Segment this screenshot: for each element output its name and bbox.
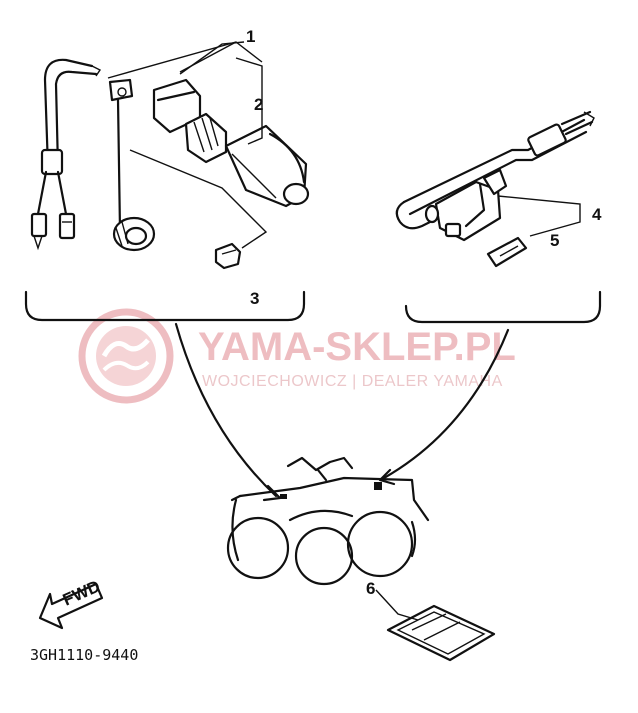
rubber-grommet [112,216,156,252]
part-label-1: 1 [246,27,255,46]
right-detail-group [395,110,602,324]
fuse-part-5 [486,236,528,268]
part-label-5: 5 [550,231,559,250]
watermark-subtitle: WOJCIECHOWICZ | DEALER YAMAHA [202,373,503,390]
fwd-arrow-icon: FWD [38,577,104,630]
watermark-logo-icon [78,308,174,404]
label-plate-part-6 [375,589,496,662]
mounting-bracket [108,78,134,102]
diagram-code: 3GH1110-9440 [30,646,138,664]
left-detail-bracket [24,290,306,322]
atv-outline [226,456,430,586]
part-label-3: 3 [250,289,259,308]
switch-body [152,78,310,208]
location-marker-right [374,482,382,490]
watermark: YAMA-SKLEP.PL WOJCIECHOWICZ | DEALER YAM… [78,308,516,404]
left-detail-group [24,41,310,322]
right-detail-bracket [404,290,602,324]
part-label-2: 2 [254,95,263,114]
location-marker-left [280,494,287,499]
atv-front-wheel [294,526,354,586]
terminal-connector-left [30,212,48,251]
part-label-6: 6 [366,579,375,598]
atv-rear-wheel [226,516,290,580]
terminal-connector-right [58,212,76,240]
watermark-title: YAMA-SKLEP.PL [198,325,516,369]
screw-part-3 [214,242,242,270]
fuse-holder-part-4 [424,168,508,242]
atv-front-wheel-right [346,510,414,578]
part-label-4: 4 [592,205,602,224]
wire-harness [43,58,94,170]
